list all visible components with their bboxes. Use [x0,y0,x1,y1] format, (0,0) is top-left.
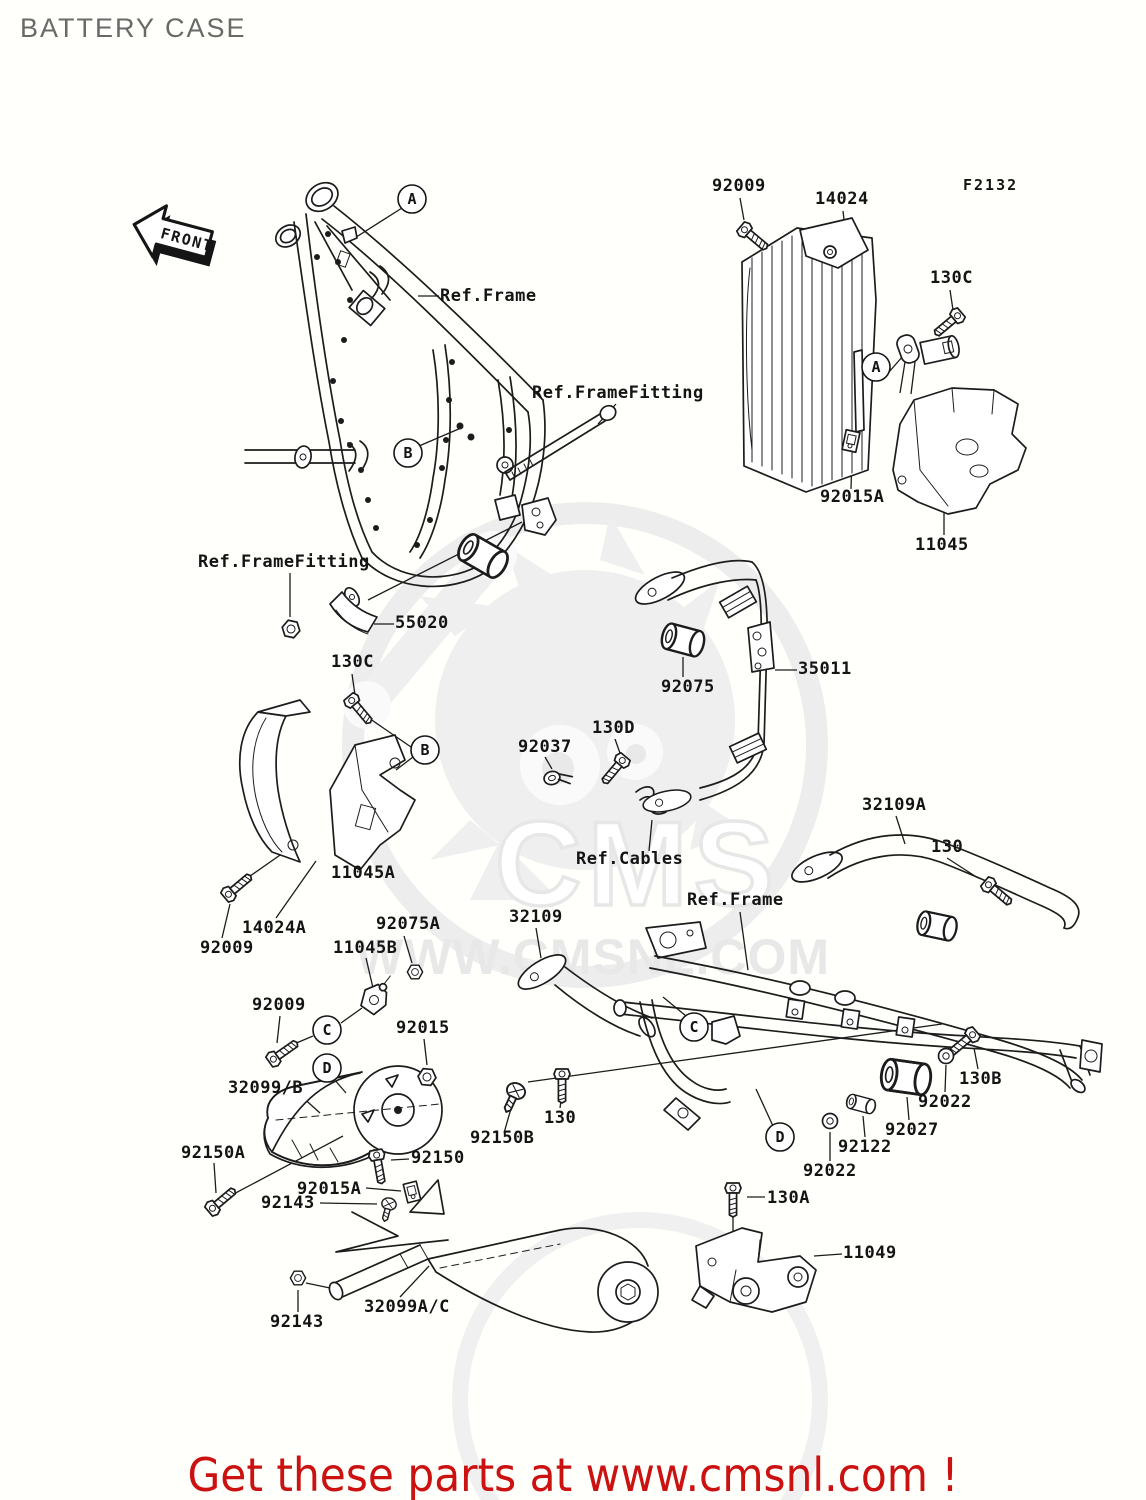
cover-14024 [741,217,877,493]
stay-35011 [630,559,775,817]
bracket-11045a [329,734,416,871]
screw-92143-top [376,1195,399,1224]
callout-b-2: B [410,735,440,765]
main-frame [244,181,617,588]
callout-a-1: A [397,184,427,214]
damper-92015a-top [841,428,861,454]
washer-92022-right [937,1047,955,1065]
collar-92122 [844,1092,878,1116]
cover-32099ac [328,1227,659,1333]
nut-framefitting [279,618,303,640]
bolt-92150a [202,1182,241,1219]
callout-c-1: C [312,1015,342,1045]
svg-text:A: A [407,190,416,208]
wedge-mark [409,1179,445,1215]
front-arrow: FRONT [132,204,217,267]
zigzag-mark [335,1211,449,1253]
page-title: BATTERY CASE [20,13,247,43]
svg-text:D: D [775,1128,784,1146]
bracket-11045b [360,975,391,1016]
screw-92150b [496,1079,529,1117]
svg-text:A: A [871,358,880,376]
cover-32099b [263,1065,443,1169]
clamp-55020 [329,586,378,635]
bracket-11049 [691,1227,817,1313]
watermark-logo-text: CMS [495,797,780,931]
handle-32109a [787,834,1080,943]
footer-promo-text[interactable]: Get these parts at www.cmsnl.com ! [187,1448,959,1500]
cover-14024a [238,699,311,863]
clamp-92037 [543,770,574,786]
collar-92027 [877,1056,935,1098]
callout-b-1: B [393,438,423,468]
frame-bolt-holes [314,231,512,548]
bolt-92009-lower [263,1035,303,1070]
callout-d-2: D [765,1122,795,1152]
bracket-11045 [892,334,1027,515]
nut-92143-bottom [289,1270,307,1286]
svg-text:C: C [322,1021,331,1039]
svg-text:B: B [403,444,412,462]
rear-subframe [613,921,1103,1131]
bolt-130c-right [929,305,968,342]
nut-92075a [406,964,424,980]
damper-92015a-bottom [402,1180,422,1204]
svg-text:C: C [689,1018,698,1036]
bolt-130-mid [553,1068,571,1104]
washer-92022-left [821,1112,839,1130]
callout-c-2: C [679,1012,709,1042]
svg-text:D: D [322,1059,331,1077]
svg-text:B: B [420,741,429,759]
callout-a-2: A [861,352,891,382]
fiche-code: F2132 [963,176,1019,194]
bolt-92009-left [218,868,257,905]
footer-promo: Get these parts at www.cmsnl.com ! [0,1448,1146,1500]
callout-d-1: D [312,1053,342,1083]
bolt-130a [724,1182,742,1218]
bolt-92150 [367,1147,391,1186]
bolt-92009-top [734,219,773,256]
